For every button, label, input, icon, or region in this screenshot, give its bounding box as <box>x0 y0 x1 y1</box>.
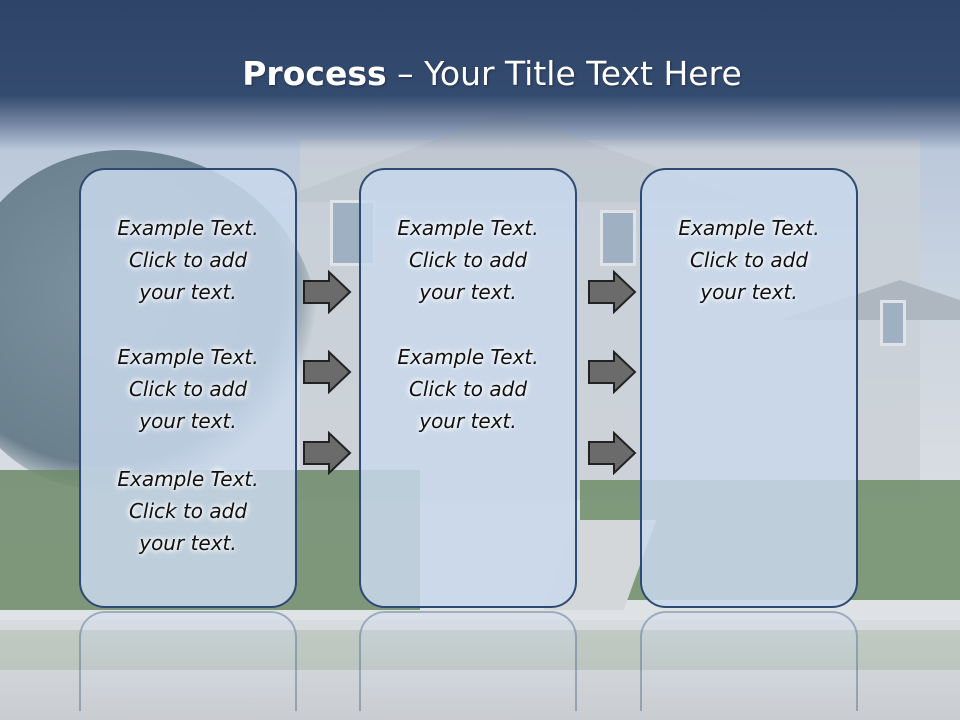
panel-reflection <box>640 611 858 711</box>
arrow-right-icon <box>588 350 637 394</box>
text-line: Click to add <box>408 248 528 272</box>
text-line: Example Text. <box>678 216 820 240</box>
house-window <box>880 300 906 346</box>
text-line: your text. <box>419 280 517 304</box>
text-line: Example Text. <box>117 467 259 491</box>
text-placeholder[interactable]: Example Text. Click to add your text. <box>81 212 295 308</box>
arrow-right-icon <box>588 270 637 314</box>
text-line: Click to add <box>128 248 248 272</box>
arrow-right-icon <box>303 431 352 475</box>
text-line: your text. <box>700 280 798 304</box>
title-bar: Process – Your Title Text Here <box>0 0 960 150</box>
title-bold: Process <box>242 54 387 93</box>
text-placeholder[interactable]: Example Text. Click to add your text. <box>81 463 295 559</box>
text-line: Click to add <box>128 499 248 523</box>
text-line: your text. <box>139 409 237 433</box>
slide-title[interactable]: Process – Your Title Text Here <box>0 54 960 93</box>
text-placeholder[interactable]: Example Text. Click to add your text. <box>361 212 575 308</box>
text-line: Example Text. <box>117 345 259 369</box>
text-line: Example Text. <box>117 216 259 240</box>
text-line: your text. <box>419 409 517 433</box>
text-line: your text. <box>139 280 237 304</box>
text-line: Example Text. <box>397 345 539 369</box>
process-step-1-panel[interactable]: Example Text. Click to add your text. Ex… <box>79 168 297 608</box>
arrow-right-icon <box>303 270 352 314</box>
panel-reflection <box>359 611 577 711</box>
text-line: Click to add <box>408 377 528 401</box>
text-placeholder[interactable]: Example Text. Click to add your text. <box>642 212 856 308</box>
panel-reflection <box>79 611 297 711</box>
process-step-2-panel[interactable]: Example Text. Click to add your text. Ex… <box>359 168 577 608</box>
text-line: Click to add <box>689 248 809 272</box>
street <box>0 620 960 720</box>
process-step-3-panel[interactable]: Example Text. Click to add your text. <box>640 168 858 608</box>
text-line: your text. <box>139 531 237 555</box>
arrow-right-icon <box>303 350 352 394</box>
text-line: Click to add <box>128 377 248 401</box>
text-placeholder[interactable]: Example Text. Click to add your text. <box>81 341 295 437</box>
text-placeholder[interactable]: Example Text. Click to add your text. <box>361 341 575 437</box>
text-line: Example Text. <box>397 216 539 240</box>
title-rest: – Your Title Text Here <box>397 54 742 93</box>
house-window <box>600 210 636 266</box>
lawn-reflection <box>0 630 960 670</box>
arrow-right-icon <box>588 431 637 475</box>
